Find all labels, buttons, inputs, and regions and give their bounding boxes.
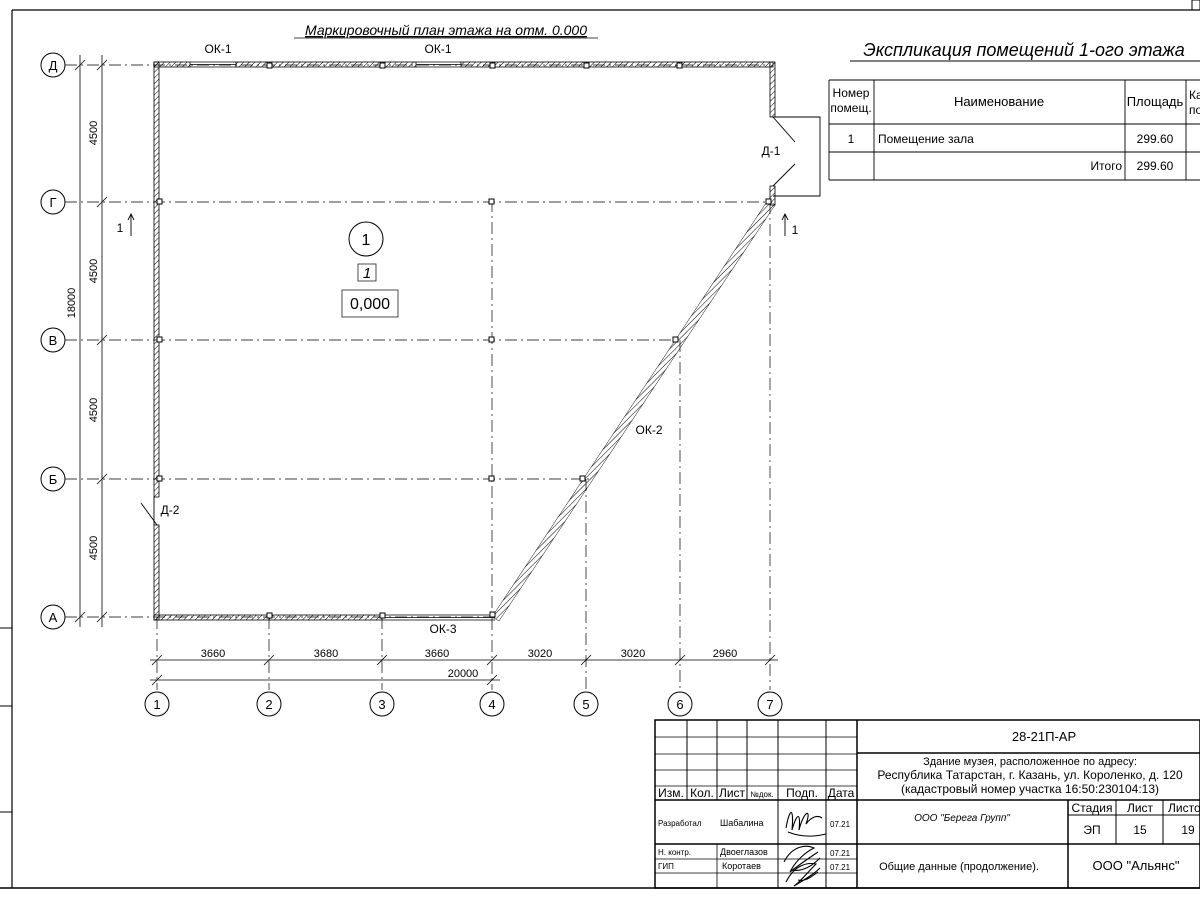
column-dim: 3020 (621, 648, 645, 660)
stamp-description-3: (кадастровый номер участка 16:50:230104:… (901, 782, 1159, 796)
opening-label-ok3: ОК-3 (430, 622, 457, 636)
opening-label-d1: Д-1 (762, 144, 781, 158)
room-row-number: 1 (848, 132, 855, 146)
explication-header-area: Площадь (1127, 94, 1184, 109)
stamp-code: 28-21П-АР (1012, 729, 1076, 744)
stage-label: Стадия (1072, 801, 1113, 815)
opening-label-ok2: ОК-2 (636, 423, 663, 437)
window-openings (190, 61, 495, 621)
plan-title: Маркировочный план этажа на отм. 0.000 (305, 22, 587, 38)
sheets-value: 19 (1181, 823, 1195, 837)
room-row-area: 299.60 (1137, 132, 1174, 146)
explication-header-name: Наименование (954, 94, 1044, 109)
row-dim: 4500 (88, 398, 100, 422)
section-label-right: 1 (792, 223, 799, 237)
stamp-description-1: Здание музея, расположенное по адресу: (923, 756, 1137, 768)
stamp-name: Коротаев (722, 861, 761, 871)
opening-label-ok1-b: ОК-1 (425, 42, 452, 56)
explication-header-number: Номер (833, 86, 870, 100)
opening-label-ok1-a: ОК-1 (205, 42, 232, 56)
column-axis-label: 6 (676, 697, 683, 712)
stamp-role: Разработал (658, 819, 702, 828)
sheets-label: Листо (1168, 801, 1200, 815)
room-number-circle (348, 221, 384, 257)
stamp-date: 07.21 (830, 849, 851, 858)
row-axis-label: Г (49, 195, 56, 210)
room-type: 1 (363, 265, 371, 282)
column-dim: 2960 (713, 648, 737, 660)
sheet-title: Общие данные (продолжение). (879, 861, 1039, 873)
section-mark-right (781, 212, 789, 236)
row-axis-label: Д (49, 58, 58, 73)
total-area: 299.60 (1137, 159, 1174, 173)
title-block (654, 719, 1200, 889)
column-dim: 3660 (201, 648, 225, 660)
row-dim: 4500 (88, 121, 100, 145)
row-dim: 4500 (88, 536, 100, 560)
opening-label-d2: Д-2 (161, 503, 180, 517)
column-dim: 3020 (528, 648, 552, 660)
signature-shabalina (785, 811, 827, 837)
stamp-name: Шабалина (720, 818, 763, 828)
explication-header-cat: Ка (1189, 88, 1200, 102)
room-row-name: Помещение зала (878, 132, 974, 146)
vertical-dimensions (74, 55, 108, 627)
door-d1 (772, 116, 821, 197)
row-dim: 4500 (88, 259, 100, 283)
stamp-description-2: Республика Татарстан, г. Казань, ул. Кор… (877, 768, 1183, 782)
signature-korotaev (785, 862, 821, 887)
total-height-dim: 18000 (66, 288, 78, 319)
stamp-role: Н. контр. (658, 848, 691, 857)
section-mark-left (127, 212, 135, 236)
total-width-dim: 20000 (448, 668, 479, 680)
stamp-date: 07.21 (830, 820, 851, 829)
explication-header-number-2: помещ. (830, 101, 871, 115)
stamp-header-data: Дата (828, 786, 855, 800)
column-axes: 1 2 3 4 5 6 7 (144, 691, 783, 717)
walls (153, 61, 776, 622)
stamp-header-ndoc: №док. (750, 790, 773, 799)
room-level: 0,000 (350, 296, 390, 313)
explication-header-cat-2: по (1189, 103, 1200, 117)
horizontal-dimensions (150, 654, 778, 686)
column-axis-label: 7 (766, 697, 773, 712)
company-name: ООО "Альянс" (1093, 858, 1180, 873)
column-axis-label: 4 (488, 697, 495, 712)
stamp-name: Двоеглазов (720, 847, 768, 857)
developer-org: ООО "Берега Групп" (914, 813, 1010, 824)
stage-value: ЭП (1083, 823, 1100, 837)
stamp-header-izm: Изм. (658, 786, 684, 800)
column-dim: 3660 (425, 648, 449, 660)
stamp-header-list: Лист (719, 786, 746, 800)
door-d2 (140, 497, 158, 526)
grid-lines (65, 64, 771, 690)
column-axis-label: 3 (378, 697, 385, 712)
column-dim: 3680 (314, 648, 338, 660)
stamp-header-kol: Кол. (690, 786, 714, 800)
explication-title: Экспликация помещений 1-ого этажа (863, 40, 1185, 60)
row-axes: Д Г В Б А (40, 52, 66, 630)
column-axis-label: 2 (265, 697, 272, 712)
stamp-header-podp: Подп. (786, 786, 818, 800)
explication-table (828, 79, 1200, 181)
column-axis-label: 5 (582, 697, 589, 712)
room-number: 1 (362, 232, 371, 249)
row-axis-label: Б (49, 472, 58, 487)
columns (156, 62, 772, 619)
row-axis-label: В (49, 333, 58, 348)
stamp-date: 07.21 (830, 863, 851, 872)
stamp-role: ГИП (658, 862, 674, 871)
sheet-value: 15 (1133, 823, 1147, 837)
sheet-label: Лист (1127, 801, 1154, 815)
total-label: Итого (1091, 159, 1123, 173)
section-label-left: 1 (117, 221, 124, 235)
row-axis-label: А (49, 610, 58, 625)
column-axis-label: 1 (153, 697, 160, 712)
